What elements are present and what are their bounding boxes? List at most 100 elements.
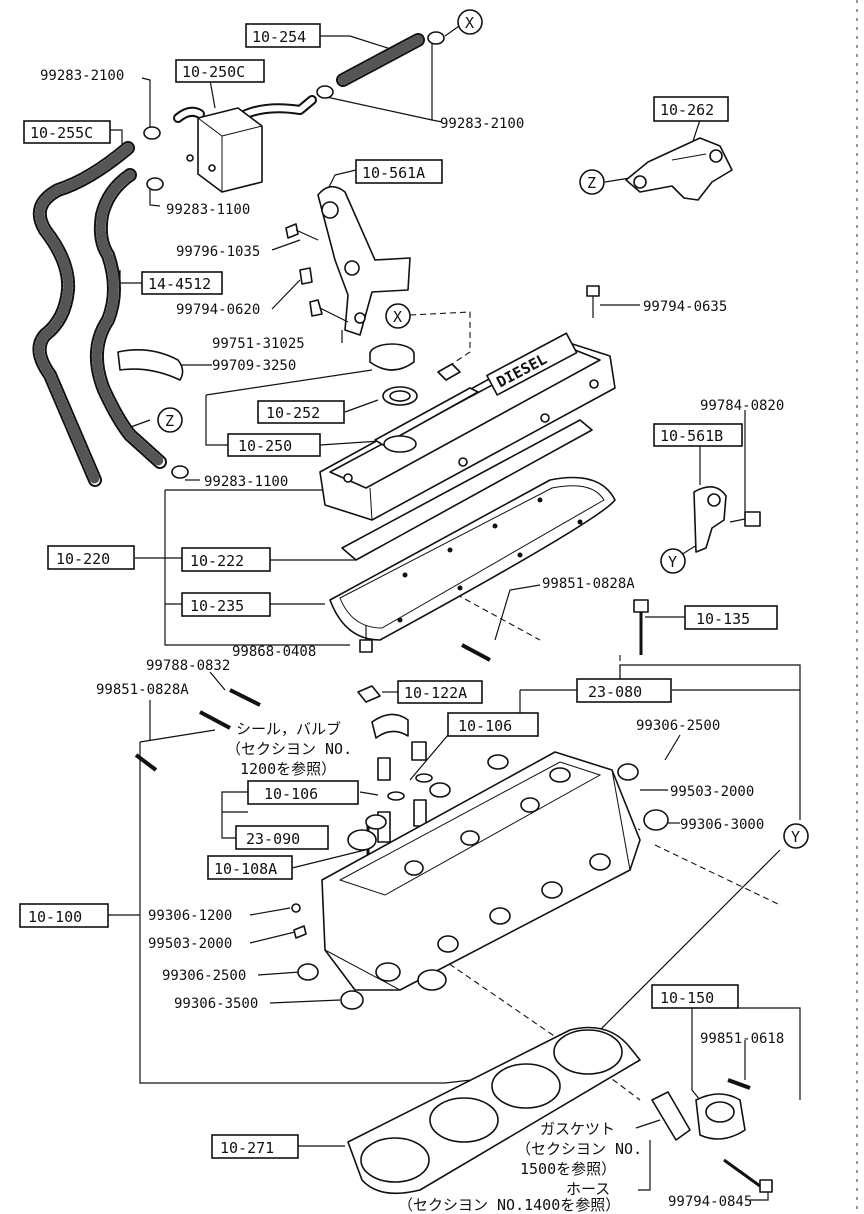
- svg-text:10-135: 10-135: [696, 610, 750, 628]
- callout-x: X: [385, 303, 411, 329]
- svg-text:Y: Y: [791, 828, 800, 846]
- callout-z: Z: [579, 169, 605, 195]
- svg-text:10-150: 10-150: [660, 989, 714, 1007]
- svg-text:Z: Z: [587, 174, 596, 192]
- svg-text:X: X: [393, 308, 402, 326]
- ref-box[interactable]: 10-561A: [355, 159, 443, 184]
- bracket-10-262: [625, 137, 733, 201]
- part-number: 99794-0635: [643, 299, 727, 315]
- ref-box[interactable]: 10-250C: [175, 59, 265, 83]
- part-number: 99283-2100: [440, 116, 524, 132]
- ref-box[interactable]: 10-222: [181, 547, 271, 572]
- part-number: 99283-1100: [204, 474, 288, 490]
- hose-note: （セクシヨン NO.1400を参照）: [398, 1196, 620, 1214]
- callout-x: X: [457, 9, 483, 35]
- svg-text:14-4512: 14-4512: [148, 275, 211, 293]
- ref-box[interactable]: 10-108A: [207, 855, 293, 880]
- svg-text:Z: Z: [165, 412, 174, 430]
- ref-boxes: 10-254 10-250C 10-255C 10-262 10-561A 14…: [19, 23, 778, 1159]
- svg-text:10-254: 10-254: [252, 28, 306, 46]
- ref-box[interactable]: 10-122A: [397, 680, 483, 704]
- oil-separator: [186, 107, 263, 193]
- ref-box[interactable]: 10-254: [245, 23, 321, 48]
- part-number: 99306-1200: [148, 908, 232, 924]
- callout-z: Z: [157, 407, 183, 433]
- hose-note: ホース: [566, 1180, 610, 1198]
- part-number: 99868-0408: [232, 644, 316, 660]
- svg-text:10-220: 10-220: [56, 550, 110, 568]
- part-number: 99283-1100: [166, 202, 250, 218]
- svg-text:23-090: 23-090: [246, 830, 300, 848]
- ref-box[interactable]: 10-100: [19, 903, 109, 928]
- svg-text:10-235: 10-235: [190, 597, 244, 615]
- svg-text:10-262: 10-262: [660, 101, 714, 119]
- svg-text:10-252: 10-252: [266, 404, 320, 422]
- ref-box[interactable]: 10-106: [247, 780, 359, 805]
- part-number: 99851-0828A: [96, 682, 189, 698]
- ref-box[interactable]: 14-4512: [141, 271, 223, 295]
- part-number: 99794-0845: [668, 1194, 752, 1210]
- svg-text:10-561A: 10-561A: [362, 164, 425, 182]
- part-number: 99709-3250: [212, 358, 296, 374]
- ref-box[interactable]: 23-080: [576, 678, 672, 703]
- part-number: 99788-0832: [146, 658, 230, 674]
- ref-box[interactable]: 10-220: [47, 545, 135, 570]
- part-number: 99503-2000: [670, 784, 754, 800]
- svg-text:Y: Y: [668, 553, 677, 571]
- svg-text:23-080: 23-080: [588, 683, 642, 701]
- part-number: 99306-3000: [680, 817, 764, 833]
- svg-text:10-271: 10-271: [220, 1139, 274, 1157]
- svg-text:10-250: 10-250: [238, 437, 292, 455]
- part-number: 99503-2000: [148, 936, 232, 952]
- water-outlet: [651, 1078, 773, 1193]
- part-number: 99306-2500: [636, 718, 720, 734]
- svg-text:10-108A: 10-108A: [214, 860, 277, 878]
- gasket-note: 1500を参照）: [520, 1160, 616, 1178]
- part-numbers: 99283-2100 99283-2100 99283-1100 99796-1…: [40, 68, 784, 1210]
- cover-gaskets: [329, 419, 616, 653]
- gasket-note: ガスケツト: [540, 1120, 615, 1138]
- svg-text:10-255C: 10-255C: [30, 124, 93, 142]
- valve-seal-note: 1200を参照）: [240, 760, 336, 778]
- ref-box[interactable]: 10-235: [181, 592, 271, 617]
- svg-text:10-100: 10-100: [28, 908, 82, 926]
- ref-box[interactable]: 10-255C: [23, 120, 111, 144]
- leader-lines: [108, 23, 801, 1201]
- part-number: 99784-0820: [700, 398, 784, 414]
- hoses: [32, 33, 425, 487]
- notes: シール，バルブ （セクシヨン NO. 1200を参照） ガスケツト （セクシヨン…: [226, 720, 642, 1214]
- part-number: 99796-1035: [176, 244, 260, 260]
- part-number: 99794-0620: [176, 302, 260, 318]
- ref-box[interactable]: 10-561B: [653, 423, 743, 447]
- svg-text:10-122A: 10-122A: [404, 684, 467, 702]
- svg-text:10-222: 10-222: [190, 552, 244, 570]
- part-number: 99851-0618: [700, 1031, 784, 1047]
- valve-seal-note: シール，バルブ: [236, 720, 341, 738]
- ref-box[interactable]: 23-090: [235, 825, 329, 850]
- gasket-note: （セクシヨン NO.: [516, 1140, 642, 1158]
- svg-text:10-106: 10-106: [264, 785, 318, 803]
- part-number: 99851-0828A: [542, 576, 635, 592]
- svg-text:10-561B: 10-561B: [660, 427, 723, 445]
- svg-text:X: X: [465, 14, 474, 32]
- ref-box[interactable]: 10-252: [257, 400, 345, 424]
- part-number: 99283-2100: [40, 68, 124, 84]
- part-number: 99751-31025: [212, 336, 305, 352]
- ref-box[interactable]: 10-250: [227, 433, 321, 457]
- ref-box[interactable]: 10-150: [651, 984, 739, 1009]
- part-number: 99306-3500: [174, 996, 258, 1012]
- part-number: 99306-2500: [162, 968, 246, 984]
- head-gasket: [347, 1026, 641, 1195]
- studs: [134, 599, 649, 772]
- valve-seal-note: （セクシヨン NO.: [226, 740, 352, 758]
- ref-box[interactable]: 10-271: [211, 1134, 299, 1159]
- ref-box[interactable]: 10-106: [447, 712, 539, 737]
- callout-y: Y: [660, 548, 686, 574]
- engine-hanger-bracket: [285, 185, 411, 336]
- valve-parts: [291, 685, 669, 1010]
- ref-box[interactable]: 10-262: [653, 96, 729, 122]
- ref-box[interactable]: 10-135: [684, 605, 778, 630]
- callout-y: Y: [783, 823, 809, 849]
- cylinder-head: [321, 751, 641, 991]
